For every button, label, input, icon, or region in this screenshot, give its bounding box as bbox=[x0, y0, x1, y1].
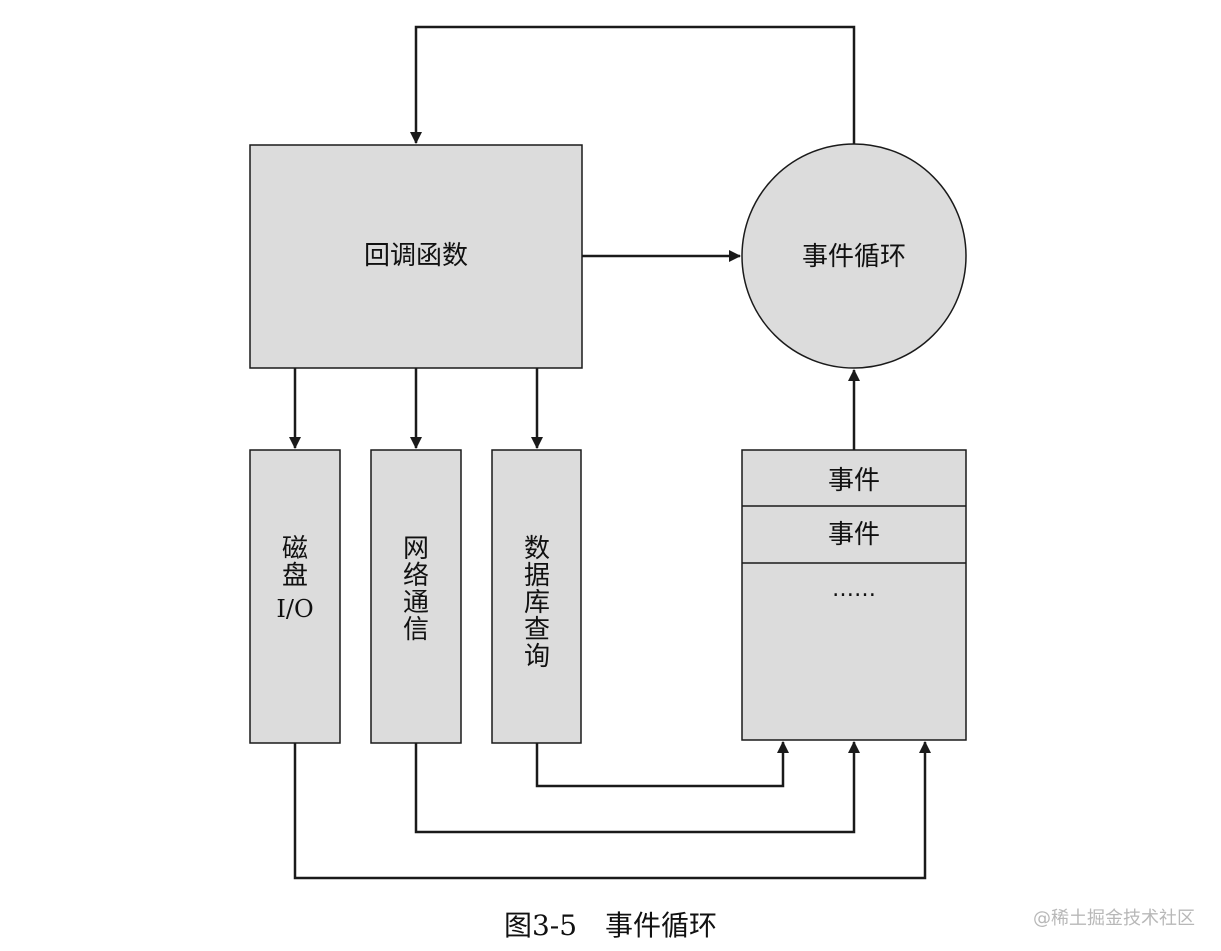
db-query-char-2: 据 bbox=[524, 561, 550, 591]
arrow-db-to-queue bbox=[535, 741, 789, 788]
disk-io-box bbox=[249, 449, 341, 744]
disk-io-char-1: 磁 bbox=[282, 534, 308, 564]
db-query-char-5: 询 bbox=[524, 642, 550, 672]
figure-caption: 图3-5 事件循环 bbox=[503, 909, 718, 942]
network-box bbox=[370, 449, 462, 744]
event-loop-label: 事件循环 bbox=[802, 242, 906, 272]
arrow-network-to-queue bbox=[414, 741, 860, 834]
event-queue-item-2: 事件 bbox=[828, 520, 880, 550]
event-queue-item-1: 事件 bbox=[828, 466, 880, 496]
event-queue-box bbox=[741, 449, 967, 741]
db-query-char-4: 查 bbox=[524, 615, 550, 645]
network-char-2: 络 bbox=[403, 561, 429, 591]
db-query-char-3: 库 bbox=[524, 588, 550, 618]
callback-box bbox=[249, 144, 583, 369]
db-query-box bbox=[491, 449, 582, 744]
db-query-char-1: 数 bbox=[524, 534, 550, 564]
callback-label: 回调函数 bbox=[364, 241, 468, 271]
network-char-1: 网 bbox=[403, 534, 429, 564]
disk-io-char-3: I/O bbox=[276, 595, 313, 623]
arrow-loop-to-callback bbox=[410, 25, 856, 144]
event-queue-item-ellipsis: …… bbox=[832, 577, 876, 602]
network-char-3: 通 bbox=[403, 588, 429, 618]
network-char-4: 信 bbox=[403, 615, 429, 645]
watermark: @稀土掘金技术社区 bbox=[1033, 908, 1195, 929]
arrow-disk-to-queue bbox=[293, 741, 931, 880]
disk-io-char-2: 盘 bbox=[282, 561, 308, 591]
